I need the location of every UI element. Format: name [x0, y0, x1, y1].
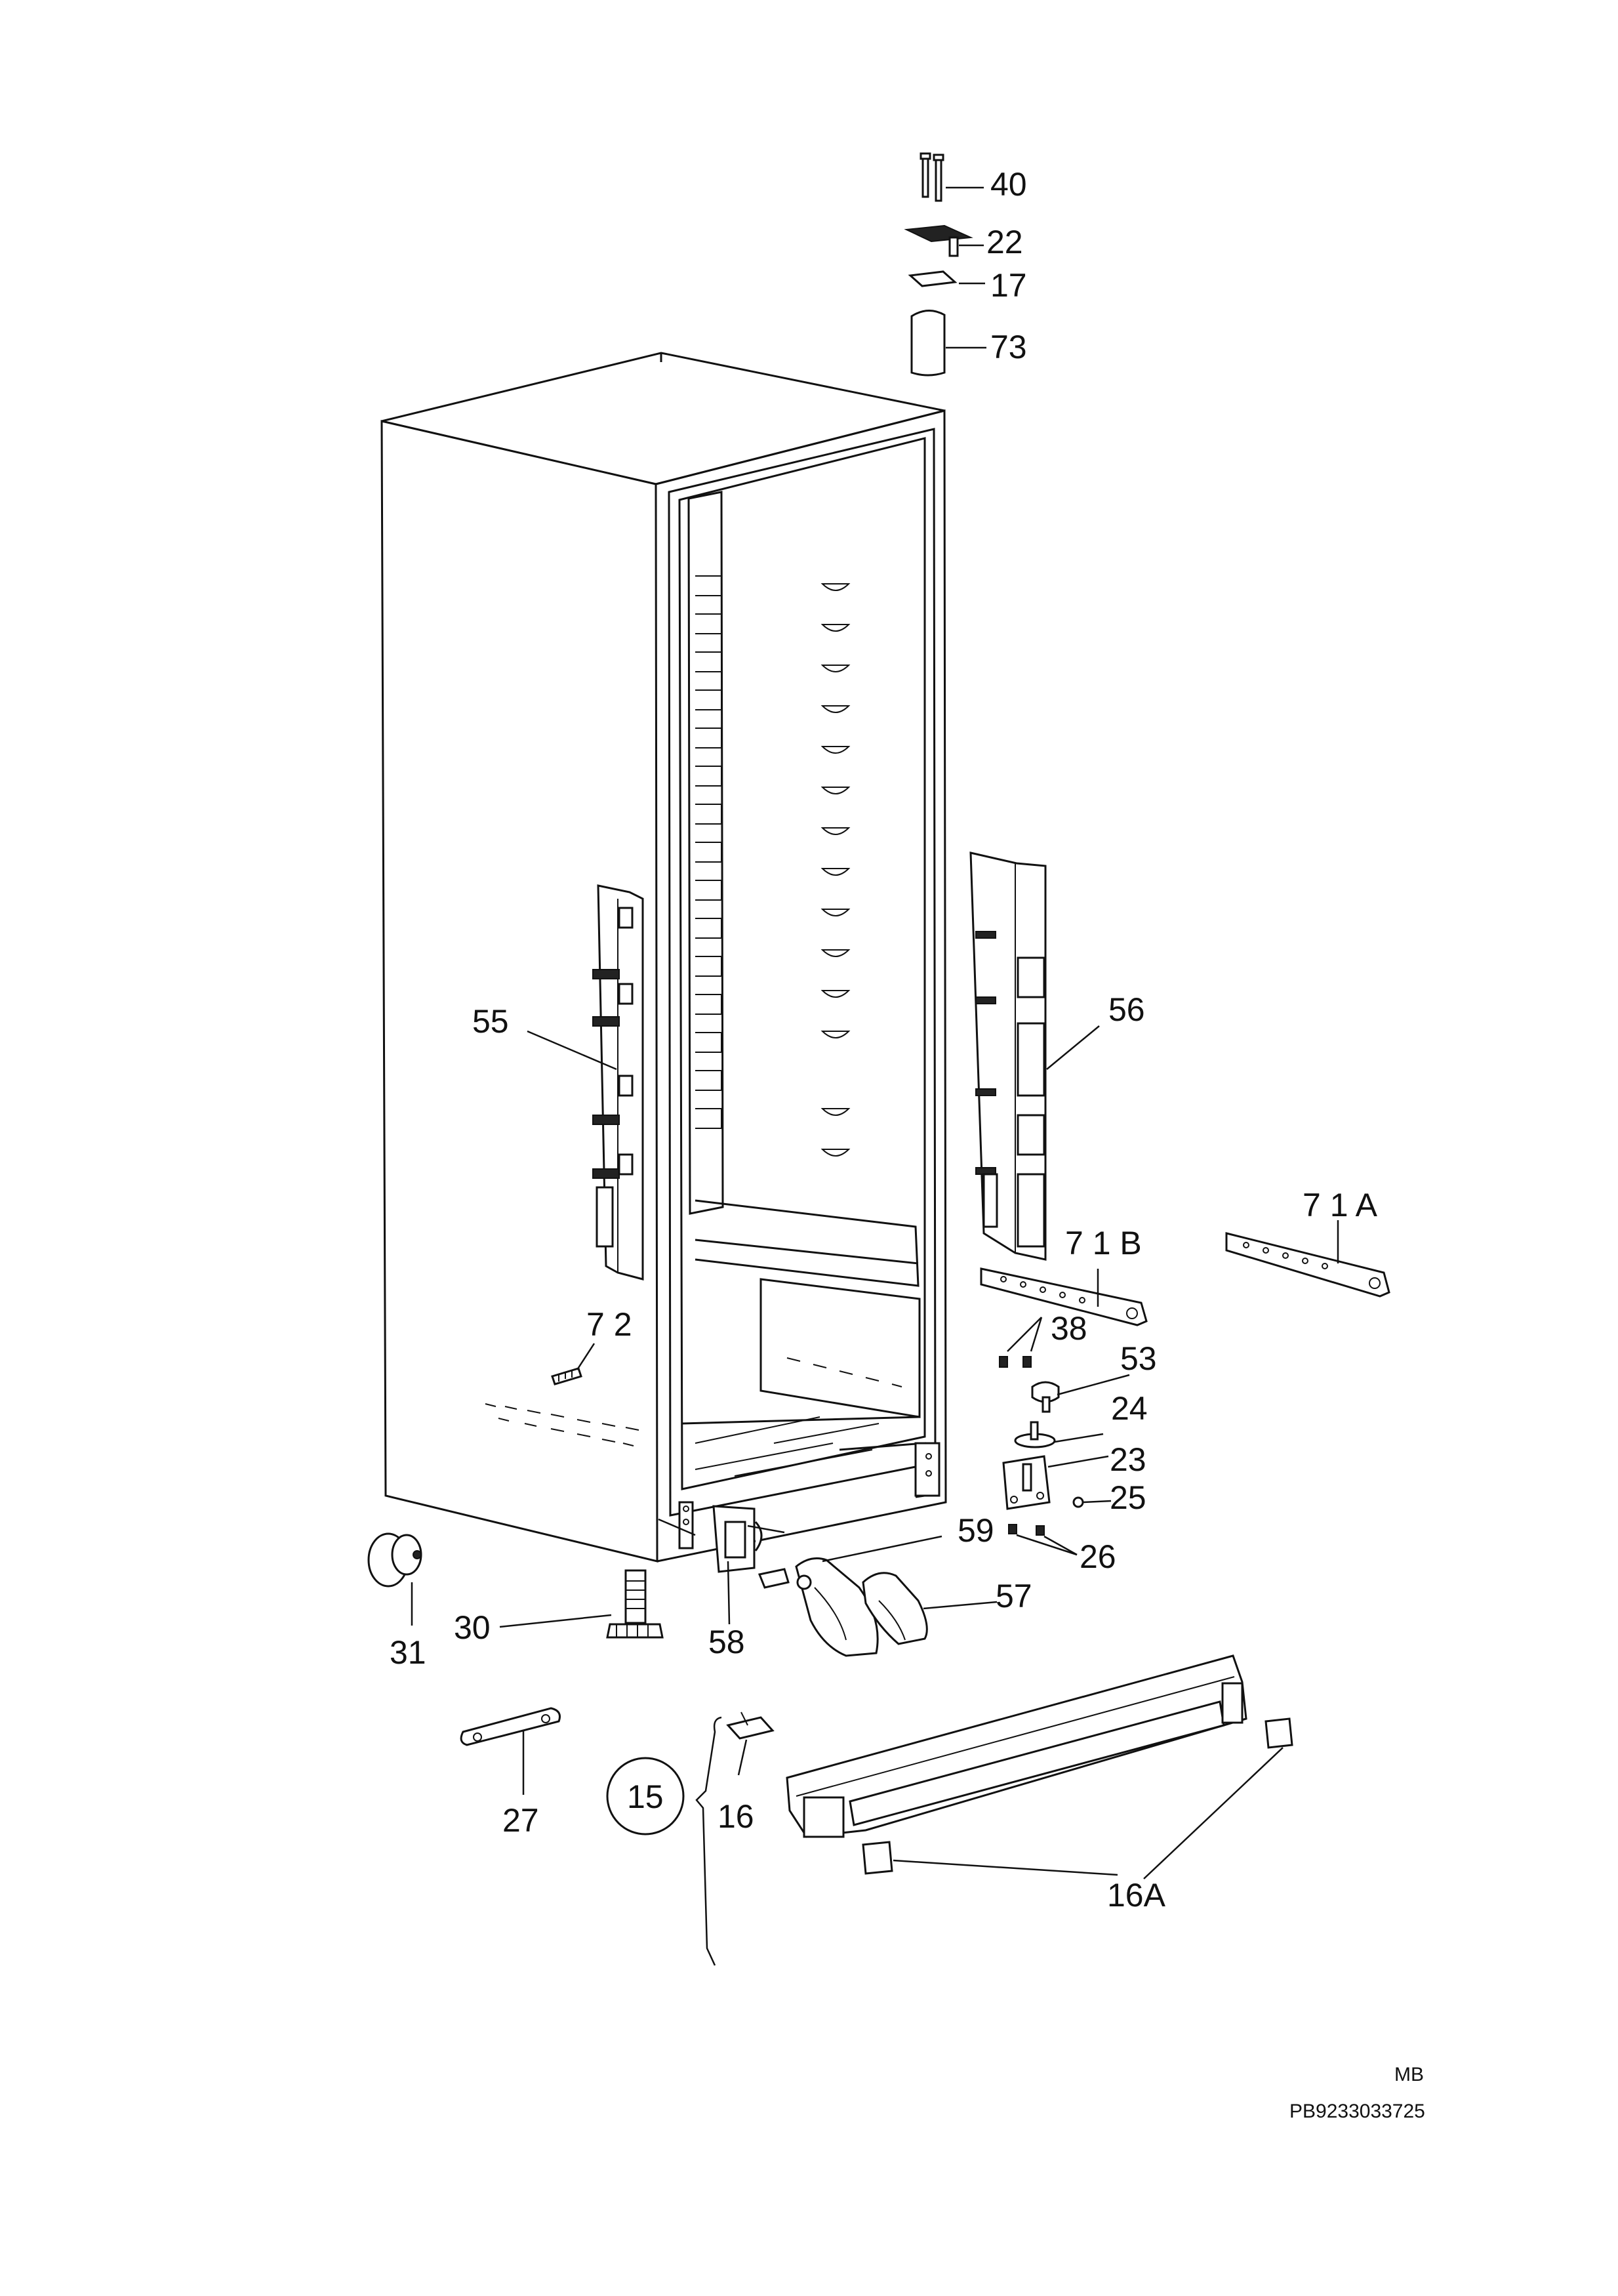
part-56-right-rail — [969, 851, 1047, 1261]
callout-24: 24 — [1111, 1390, 1148, 1427]
shelf-supports-right — [820, 583, 851, 1157]
part-25-screw — [1072, 1496, 1084, 1508]
shelf-supports-left — [695, 575, 722, 1129]
callout-38: 38 — [1051, 1310, 1087, 1347]
part-17-shim — [908, 270, 958, 287]
part-38-screws — [999, 1356, 1032, 1368]
callout-26: 26 — [1080, 1538, 1116, 1575]
part-30-leveling-foot — [606, 1569, 664, 1639]
callout-23: 23 — [1110, 1441, 1146, 1478]
part-22-hinge — [904, 224, 973, 257]
callout-16: 16 — [718, 1798, 754, 1835]
lower-marks — [786, 1357, 902, 1387]
part-57-cover — [862, 1572, 928, 1645]
callout-72: 7 2 — [586, 1306, 632, 1343]
part-27-wrench — [460, 1707, 561, 1746]
part-40-screws — [920, 152, 944, 202]
callout-59: 59 — [958, 1512, 994, 1549]
part-71a-rail — [1225, 1232, 1390, 1298]
callout-22: 22 — [986, 224, 1023, 260]
callout-55: 55 — [472, 1003, 509, 1040]
callout-30: 30 — [454, 1609, 491, 1646]
part-plinth-handle — [786, 1654, 1247, 1838]
part-58-hinge — [712, 1505, 790, 1589]
callout-16a: 16A — [1107, 1877, 1166, 1914]
callout-15-circle — [606, 1757, 685, 1835]
part-31-foot-cap — [367, 1532, 422, 1588]
part-55-left-rail — [592, 884, 644, 1281]
part-23-hinge-plate — [1002, 1455, 1051, 1510]
part-53-cap — [1031, 1381, 1060, 1413]
part-73-cover — [910, 310, 946, 377]
leader-lines — [411, 186, 1339, 1879]
callout-73: 73 — [990, 329, 1027, 365]
cabinet — [380, 352, 947, 1563]
part-26-screws — [1008, 1524, 1045, 1536]
callout-40: 40 — [990, 166, 1027, 203]
callout-25: 25 — [1110, 1479, 1146, 1516]
callout-27: 27 — [502, 1802, 539, 1839]
footer-code: MB — [1394, 2064, 1424, 2085]
part-16a-caps — [862, 1717, 1293, 1875]
part-24-washer — [1014, 1421, 1056, 1448]
callout-53: 53 — [1120, 1340, 1157, 1377]
part-71b-rail — [980, 1267, 1148, 1326]
part-16-clip — [726, 1712, 775, 1740]
callout-71a: 7 1 A — [1303, 1187, 1378, 1223]
callout-15: 15 — [627, 1778, 664, 1815]
callout-56: 56 — [1108, 991, 1145, 1028]
callout-58: 58 — [708, 1624, 745, 1660]
callout-57: 57 — [996, 1578, 1032, 1614]
vent-marks — [485, 1403, 639, 1446]
callout-17: 17 — [990, 267, 1027, 304]
callout-31: 31 — [390, 1634, 426, 1671]
callout-71b: 7 1 B — [1065, 1225, 1142, 1261]
group-15-bracket — [695, 1716, 722, 1966]
part-59-bracket — [795, 1557, 879, 1657]
footer-part-number: PB9233033725 — [1289, 2101, 1425, 2122]
part-72-screw — [551, 1367, 582, 1385]
